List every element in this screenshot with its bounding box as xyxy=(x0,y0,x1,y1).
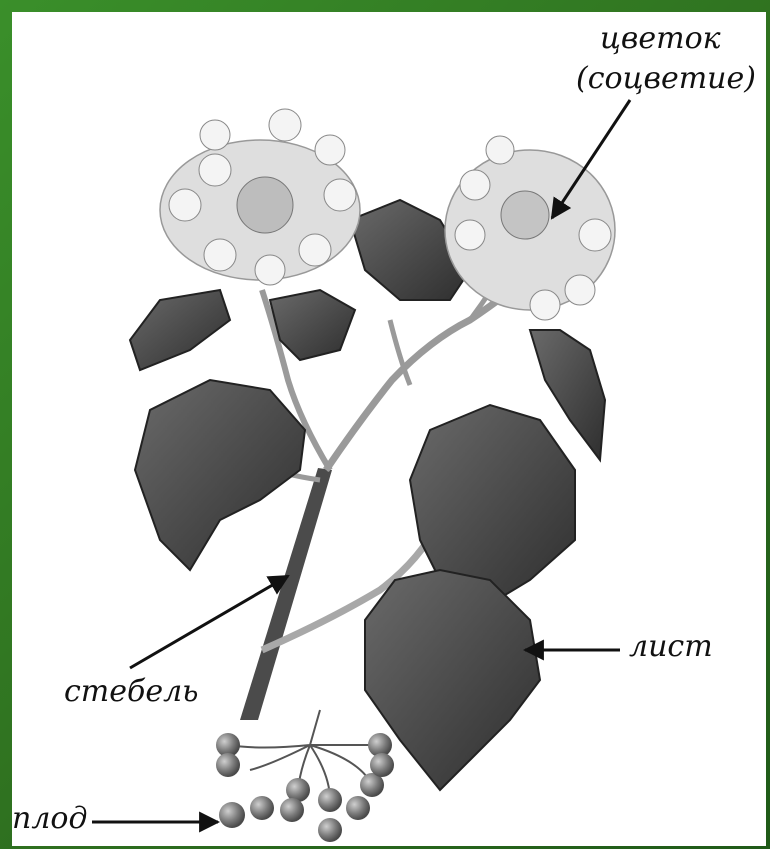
fruit-cluster xyxy=(216,710,394,842)
flower-label-line2: (соцветие) xyxy=(576,64,756,94)
stem-label: стебель xyxy=(64,677,199,707)
fruit-label: плод xyxy=(12,804,88,834)
flower-cluster-left xyxy=(160,109,360,285)
flower-label-line1: цветок xyxy=(600,24,721,54)
leaf-label: лист xyxy=(629,632,713,662)
